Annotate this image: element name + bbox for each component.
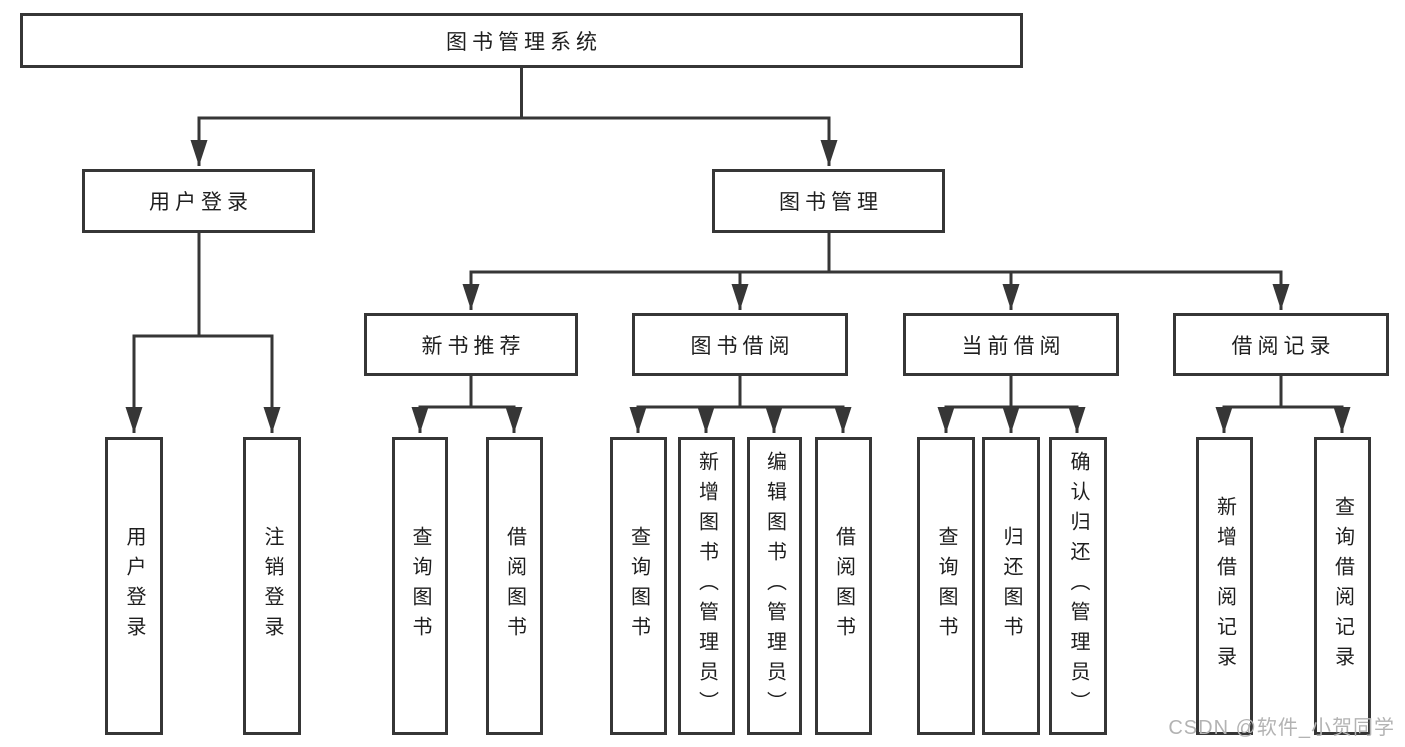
leaf-label: 查询图书 — [409, 526, 431, 646]
node-user-login: 用户登录 — [82, 169, 315, 233]
leaf-query-borrow-record: 查询借阅记录 — [1314, 437, 1371, 735]
leaf-label: 用户登录 — [123, 526, 145, 646]
node-book-management: 图书管理 — [712, 169, 945, 233]
leaf-user-login: 用户登录 — [105, 437, 163, 735]
leaf-label: 查询图书 — [627, 526, 650, 646]
leaf-label: 归还图书 — [1000, 526, 1022, 646]
node-borrow-records: 借阅记录 — [1173, 313, 1389, 376]
leaf-label: 编辑图书（管理员） — [763, 451, 786, 721]
csdn-watermark: CSDN @软件_小贺同学 — [1168, 717, 1395, 739]
leaf-add-book-admin: 新增图书（管理员） — [678, 437, 735, 735]
node-current-borrow: 当前借阅 — [903, 313, 1119, 376]
leaf-label: 确认归还（管理员） — [1067, 451, 1089, 721]
leaf-borrow-books: 借阅图书 — [815, 437, 872, 735]
leaf-query-books-recommend: 查询图书 — [392, 437, 448, 735]
leaf-label: 新增借阅记录 — [1213, 496, 1236, 676]
node-new-book-recommend: 新书推荐 — [364, 313, 578, 376]
leaf-logout-login: 注销登录 — [243, 437, 301, 735]
leaf-return-book: 归还图书 — [982, 437, 1040, 735]
leaf-query-books-borrow: 查询图书 — [610, 437, 667, 735]
leaf-borrow-books-recommend: 借阅图书 — [486, 437, 543, 735]
leaf-edit-book-admin: 编辑图书（管理员） — [747, 437, 802, 735]
leaf-label: 新增图书（管理员） — [695, 451, 718, 721]
leaf-label: 注销登录 — [261, 526, 283, 646]
leaf-label: 查询借阅记录 — [1331, 496, 1354, 676]
leaf-query-books-current: 查询图书 — [917, 437, 975, 735]
leaf-label: 借阅图书 — [832, 526, 855, 646]
node-book-borrow: 图书借阅 — [632, 313, 848, 376]
leaf-add-borrow-record: 新增借阅记录 — [1196, 437, 1253, 735]
leaf-confirm-return-admin: 确认归还（管理员） — [1049, 437, 1107, 735]
leaf-label: 借阅图书 — [503, 526, 526, 646]
node-library-management-system: 图书管理系统 — [20, 13, 1023, 68]
leaf-label: 查询图书 — [935, 526, 957, 646]
